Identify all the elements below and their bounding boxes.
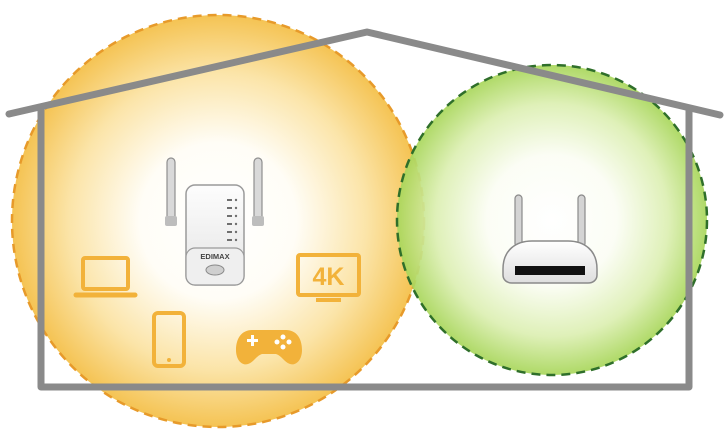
laptop-icon: [73, 256, 138, 298]
game-controller-icon: [236, 330, 302, 365]
smartphone-icon: [152, 311, 186, 368]
tv-4k-icon: 4K: [296, 253, 361, 302]
wifi-extender-icon: EDIMAX: [165, 157, 264, 286]
extender-brand-label: EDIMAX: [200, 252, 229, 261]
router-coverage-area: [395, 63, 709, 377]
wifi-router-icon: [502, 194, 598, 284]
house-outline: [5, 28, 724, 391]
tv-4k-label: 4K: [313, 263, 345, 291]
